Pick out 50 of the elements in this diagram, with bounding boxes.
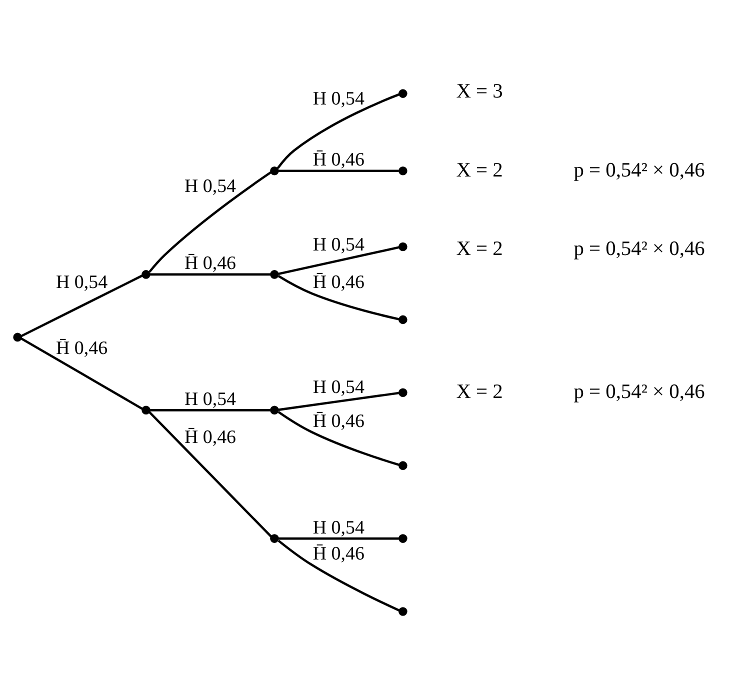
node-circle (398, 314, 408, 324)
connector (148, 410, 272, 537)
node-circle (398, 606, 408, 616)
edge-label: H 0,54 (56, 272, 108, 293)
edge-label: H̄ 0,46 (312, 543, 364, 564)
edge-label: H̄ 0,46 (184, 252, 236, 274)
edge-label: H̄ 0,46 (312, 149, 364, 170)
connector (20, 336, 143, 410)
node-circle (270, 534, 279, 542)
edge-label: H 0,54 (312, 88, 364, 109)
connector (278, 274, 400, 320)
node-circle (398, 388, 408, 397)
node-circle (398, 88, 408, 98)
connector (278, 391, 399, 410)
node-label: p = 0,54² × 0,46 (574, 158, 705, 181)
connector (148, 170, 272, 272)
node-circle (142, 270, 150, 278)
edge-label: H̄ 0,46 (184, 426, 236, 448)
connector (20, 274, 143, 337)
node-label: p = 0,54² × 0,46 (574, 380, 705, 403)
node-circle (398, 166, 408, 175)
edge-label: H̄ 0,46 (312, 272, 364, 293)
edge-label: H̄ 0,46 (312, 410, 364, 432)
edge-label: H 0,54 (184, 388, 236, 410)
connector (278, 539, 400, 612)
edge-label: H 0,54 (312, 516, 364, 538)
node-circle (398, 242, 408, 251)
node-label: p = 0,54² × 0,46 (574, 238, 705, 260)
node-circle (142, 405, 150, 414)
connector (276, 92, 400, 168)
edge-label: H̄ 0,46 (56, 337, 108, 358)
node-label: X = 2 (456, 158, 503, 181)
connector (150, 272, 270, 276)
node-circle (398, 534, 408, 542)
connector (278, 246, 400, 275)
edge-label: H 0,54 (184, 175, 236, 196)
edge-label: H 0,54 (312, 376, 364, 398)
connector (278, 536, 399, 540)
connector (150, 408, 270, 411)
node-circle (13, 332, 22, 342)
edge-label: H 0,54 (312, 234, 364, 255)
connector (278, 410, 400, 466)
node-circle (270, 405, 279, 414)
node-label: X = 2 (456, 380, 503, 403)
node-label: X = 3 (456, 80, 503, 102)
node-circle (270, 166, 279, 175)
node-label: X = 2 (456, 238, 503, 260)
node-circle (398, 460, 408, 470)
node-circle (270, 270, 279, 278)
connector (278, 169, 399, 172)
